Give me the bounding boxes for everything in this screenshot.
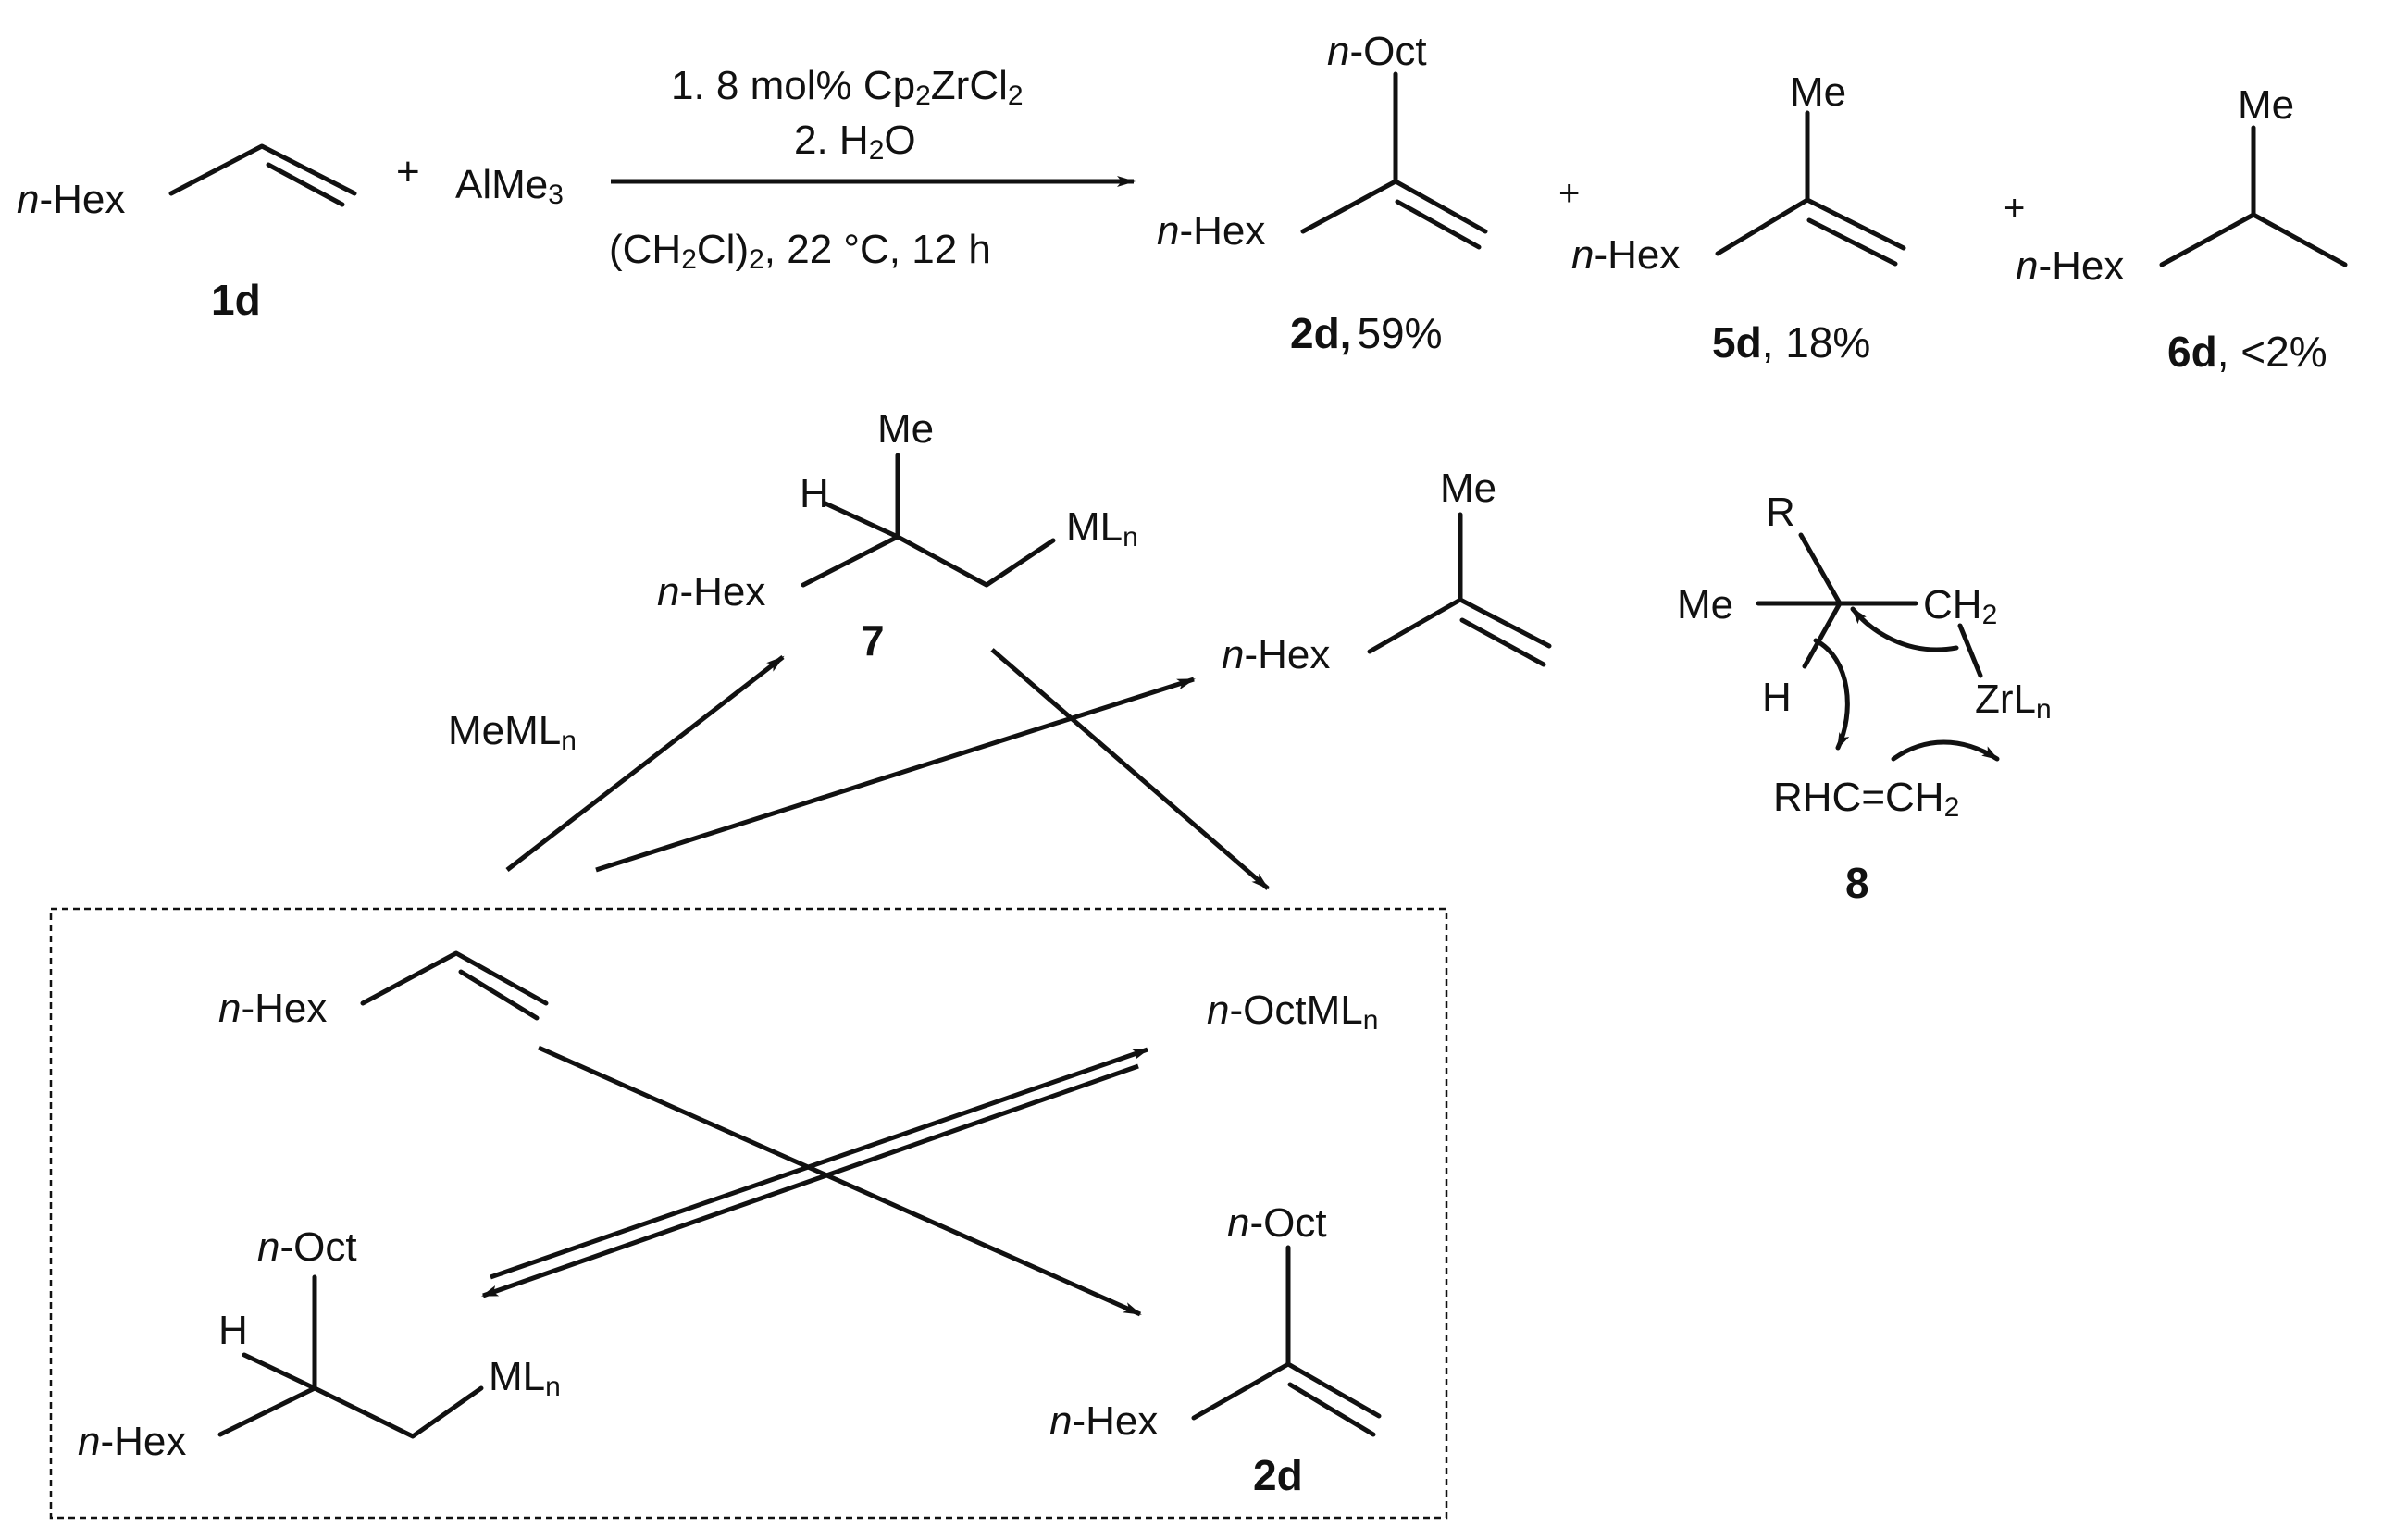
mech-alkene: Me n-Hex [1222, 466, 1552, 677]
plus-sign-3: + [2004, 188, 2025, 229]
ts8-skeleton [1756, 532, 1983, 678]
product-2d-left: n-Hex [1157, 208, 1265, 254]
product-2d-skeleton [1300, 71, 1488, 234]
arrow-to-7 [505, 655, 785, 872]
reactant-double-bond [266, 162, 345, 207]
box-alkene: n-Hex [218, 950, 549, 1031]
box-oct-right: n-Oct [1227, 1200, 1327, 1246]
box-2d-skeleton [1191, 1245, 1382, 1421]
box-alkene-double-bond [458, 969, 540, 1021]
intermediate-7: Me H MLn n-Hex 7 [657, 406, 1138, 664]
int7-h: H [800, 471, 829, 516]
ts8-curved-arrow-1 [1850, 606, 1959, 652]
arrow-7-to-2d [990, 648, 1270, 890]
plus-sign-2: + [1558, 173, 1580, 214]
ts8-r: R [1766, 490, 1795, 535]
box-hex3: n-Hex [1049, 1398, 1158, 1444]
box-alkylmetal: n-Oct H MLn n-Hex [78, 1224, 561, 1464]
product-2d: n-Oct n-Hex 2d,59% [1157, 29, 1488, 357]
reactant-label: 1d [211, 276, 261, 324]
memln-label: MeMLn [448, 708, 577, 756]
product-6d-label: 6d, <2% [2167, 328, 2327, 376]
mech-alkene-hex: n-Hex [1222, 632, 1330, 677]
ts8-rhc: RHC=CH2 [1773, 775, 1959, 823]
product-5d-label: 5d, 18% [1712, 318, 1870, 366]
reactant-bond [168, 143, 357, 196]
product-5d-top: Me [1790, 69, 1846, 115]
box-product-2d: n-Oct n-Hex 2d [1049, 1200, 1382, 1499]
reagent-almes: AlMe3 [455, 162, 564, 210]
condition-solvent: (CH2Cl)2, 22 °C, 12 h [609, 227, 991, 275]
int7-skeleton [801, 453, 1056, 588]
product-5d-left: n-Hex [1571, 232, 1680, 278]
product-5d-skeleton [1715, 110, 1906, 256]
int7-mln: MLn [1066, 504, 1138, 553]
mech-alkene-skeleton [1367, 512, 1552, 654]
product-2d-top: n-Oct [1327, 29, 1427, 74]
product-5d-double-bond [1806, 217, 1898, 267]
ts8-curved-arrow-3 [1891, 739, 2000, 762]
int7-hex: n-Hex [657, 569, 765, 615]
equilibrium-arrow-reverse [481, 1063, 1139, 1298]
ts8-h: H [1762, 675, 1792, 720]
condition-step2: 2. H2O [794, 118, 916, 166]
box-alkylmetal-skeleton [217, 1274, 484, 1439]
mech-alkene-me: Me [1440, 466, 1496, 511]
plus-sign: + [396, 149, 420, 194]
box-2d-double-bond [1287, 1382, 1376, 1437]
product-6d-left: n-Hex [2016, 243, 2124, 289]
box-hex1: n-Hex [218, 986, 327, 1031]
product-6d: Me n-Hex 6d, <2% [2016, 82, 2348, 376]
box-h: H [218, 1308, 248, 1353]
ts8-ch2: CH2 [1923, 582, 1997, 630]
ts8-label: 8 [1845, 859, 1869, 907]
equilibrium-arrow-forward [490, 1047, 1149, 1280]
mech-alkene-double-bond [1459, 617, 1546, 667]
product-2d-label: 2d,59% [1290, 309, 1443, 357]
ts8-me: Me [1677, 582, 1733, 627]
product-5d: Me n-Hex 5d, 18% [1571, 69, 1906, 366]
arrow-alkene-to-2d [537, 1045, 1142, 1317]
product-6d-top: Me [2238, 82, 2294, 128]
reactant-1d: n-Hex 1d [17, 143, 357, 324]
arrow-to-alkene [595, 677, 1196, 873]
box-mln: MLn [489, 1354, 561, 1402]
box-oct-left: n-Oct [257, 1224, 357, 1270]
catalytic-cycle-box [49, 907, 1448, 1520]
product-2d-double-bond [1395, 199, 1482, 250]
box-octmln: n-OctMLn [1207, 987, 1378, 1036]
int7-label: 7 [861, 616, 885, 664]
box-hex2: n-Hex [78, 1419, 186, 1464]
int7-me: Me [877, 406, 934, 452]
condition-step1: 1. 8 mol% Cp2ZrCl2 [671, 63, 1024, 111]
product-6d-skeleton [2159, 125, 2348, 267]
box-alkene-bond [360, 950, 549, 1006]
reactant-substituent: n-Hex [17, 177, 125, 222]
ts8-curved-arrow-2 [1813, 638, 1850, 751]
box-2d-label: 2d [1253, 1451, 1303, 1499]
transition-state-8: R Me CH2 H ZrLn RHC=CH2 8 [1677, 490, 2052, 907]
ts8-zrl: ZrLn [1975, 677, 2052, 725]
